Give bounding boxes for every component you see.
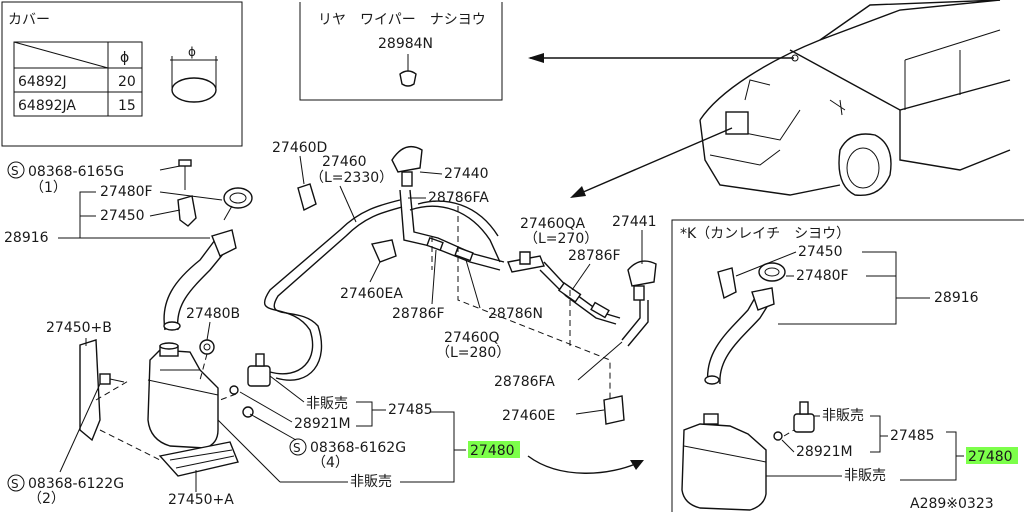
- arrow-car-to-main: [573, 127, 733, 197]
- car-washer-tank-location: [725, 111, 749, 135]
- label-27440: 27440: [444, 166, 489, 182]
- inset-label-27480f: 27480F: [796, 268, 849, 284]
- bracket-27450b: [79, 339, 101, 442]
- inset-label-27480-highlight: [966, 447, 1018, 464]
- cover-table-title: カバー: [8, 12, 50, 28]
- label-27460: 27460: [322, 154, 367, 170]
- cap-phi-label: ϕ: [188, 45, 196, 59]
- inset-label-28921m: 28921M: [796, 444, 853, 460]
- label-28786fa-top: 28786FA: [428, 190, 489, 206]
- nozzle-27441: [621, 260, 657, 347]
- label-qty-2: （2）: [28, 491, 65, 507]
- label-27450a: 27450+A: [168, 492, 234, 508]
- label-08368-6165g: 08368-6165G: [28, 164, 124, 180]
- label-28916: 28916: [4, 230, 49, 246]
- s-mark-6162g: S: [293, 441, 301, 455]
- s-mark-6122g: S: [11, 477, 19, 491]
- cover-table-header-phi: ϕ: [120, 50, 129, 66]
- filler-cap: [223, 187, 253, 209]
- cover-table-grid: [13, 41, 143, 117]
- bracket-27450: [177, 195, 197, 227]
- inset-label-27485: 27485: [890, 428, 935, 444]
- rear-wiper-title: リヤ ワイパー ナシヨウ: [318, 12, 486, 28]
- hose-27460: [263, 199, 401, 375]
- label-27450b: 27450+B: [46, 320, 112, 336]
- inset-label-hanbai: 非販売: [822, 408, 864, 424]
- grommet-27480b: [199, 339, 215, 355]
- label-28786fa: 28786FA: [494, 374, 555, 390]
- cover-table-frame: [1, 1, 243, 147]
- label-08368-6122g: 08368-6122G: [28, 476, 124, 492]
- connector-28786n: [454, 246, 474, 262]
- cover-table: カバー ϕ 64892J 20 64892JA 15 ϕ: [1, 1, 243, 147]
- label-28921m: 28921M: [294, 416, 351, 432]
- inset-cold-region: *K（カンレイチ シヨウ） 27450 27480F 28916 非販売 274…: [671, 219, 1024, 512]
- bolt-08368-6165g: [178, 159, 192, 190]
- inset-title: *K（カンレイチ シヨウ）: [680, 226, 850, 242]
- label-27460qa: 27460QA: [520, 216, 586, 232]
- label-28786f: 28786F: [392, 306, 445, 322]
- label-l270: （L=270）: [524, 231, 598, 247]
- label-27441: 27441: [612, 214, 657, 230]
- cover-row-2-part: 64892JA: [18, 98, 76, 114]
- arrow-to-inset: [527, 455, 641, 474]
- cover-row-1-part: 64892J: [18, 74, 67, 90]
- label-27480[interactable]: 27480: [470, 443, 515, 459]
- label-qty-1: （1）: [30, 180, 67, 196]
- cover-row-2-dia: 15: [118, 98, 136, 114]
- inset-label-27450: 27450: [798, 244, 843, 260]
- label-27460e: 27460E: [502, 408, 555, 424]
- label-27460ea: 27460EA: [340, 286, 403, 302]
- rear-wiper-box: リヤ ワイパー ナシヨウ 28984N: [299, 2, 503, 101]
- label-hanbai-1: 非販売: [306, 396, 348, 412]
- label-27480-highlight: [468, 441, 520, 458]
- s-mark-6165g: S: [11, 164, 19, 178]
- label-27480f: 27480F: [100, 184, 153, 200]
- label-27485: 27485: [388, 402, 433, 418]
- cover-cap-drawing: ϕ: [170, 45, 218, 103]
- t-joint-27460qa: [507, 251, 545, 273]
- cover-row-1-dia: 20: [118, 74, 136, 90]
- label-l280: （L=280）: [436, 345, 510, 361]
- inset-tank: [681, 423, 767, 511]
- drawing-code: A289※0323: [910, 496, 994, 512]
- label-28786n: 28786N: [488, 306, 543, 322]
- reservoir-tank: [147, 342, 219, 449]
- bolt-08368-6122g: [99, 373, 125, 385]
- grommet-28984n: [399, 70, 417, 87]
- inset-filler-cap: [758, 262, 786, 282]
- pump-28921m: [229, 353, 271, 418]
- label-27450: 27450: [100, 208, 145, 224]
- hose-27460q: [543, 261, 621, 319]
- inset-label-hanbai-2: 非販売: [844, 468, 886, 484]
- label-27480b: 27480B: [186, 306, 240, 322]
- clip-27460ea: [371, 239, 397, 263]
- nozzle-27440: [391, 146, 423, 187]
- label-28786f-right: 28786F: [568, 248, 621, 264]
- label-27460q: 27460Q: [444, 330, 500, 346]
- labels-main: S 08368-6165G （1） 27480F 27450 28916 274…: [4, 140, 657, 508]
- label-qty-4: （4）: [312, 455, 349, 471]
- connector-28786f: [426, 236, 444, 252]
- inset-label-27480[interactable]: 27480: [968, 449, 1013, 465]
- rear-wiper-part: 28984N: [378, 36, 433, 52]
- label-27460d: 27460D: [272, 140, 327, 156]
- inset-bracket-27450: [717, 267, 737, 300]
- clip-27460d: [297, 183, 317, 212]
- label-hanbai-2: 非販売: [350, 474, 392, 490]
- clip-27460e: [603, 395, 625, 425]
- car-illustration: [699, 0, 1011, 197]
- label-08368-6162g: 08368-6162G: [310, 440, 406, 456]
- inset-label-28916: 28916: [934, 290, 979, 306]
- label-l2330: （L=2330）: [310, 170, 393, 186]
- filler-neck-28916: [163, 187, 253, 331]
- inset-pump: [793, 413, 815, 433]
